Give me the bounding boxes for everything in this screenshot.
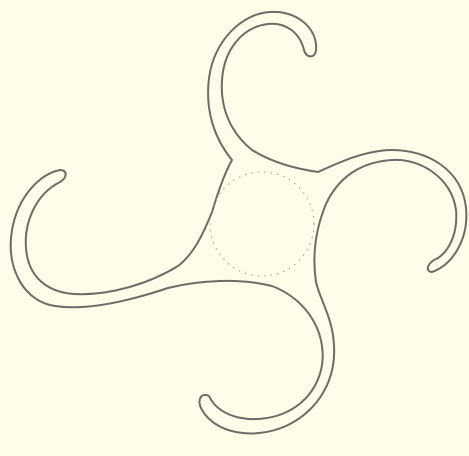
drawing-canvas — [0, 0, 469, 456]
paper-background — [0, 0, 469, 456]
